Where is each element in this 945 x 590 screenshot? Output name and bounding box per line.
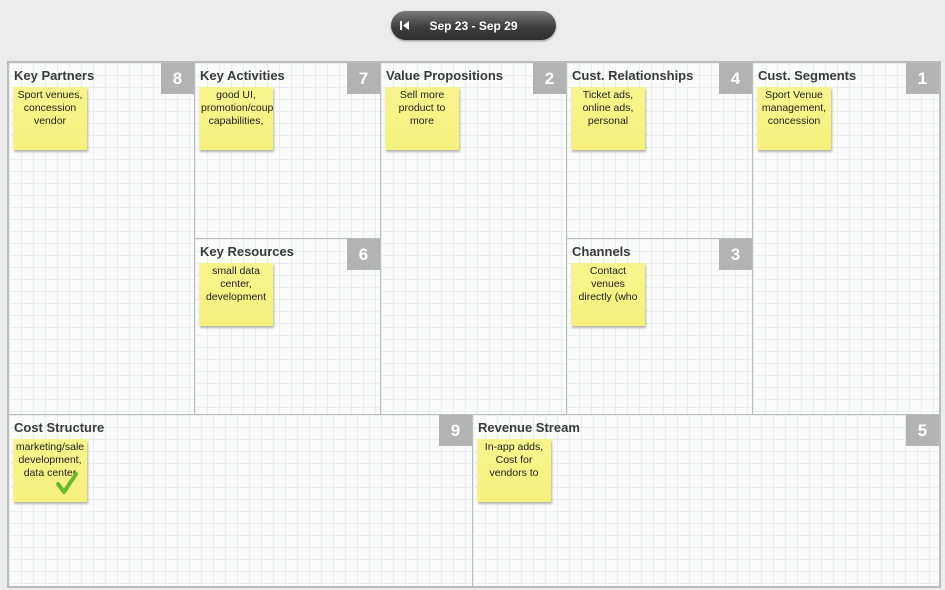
block-revenue-stream[interactable]: Revenue Stream 5 In-app adds, Cost for v… [472, 414, 940, 587]
block-title: Channels [572, 244, 631, 259]
block-title: Cust. Relationships [572, 68, 694, 83]
block-number-badge: 5 [906, 415, 939, 446]
block-number-badge: 3 [719, 239, 752, 270]
block-number-badge: 2 [533, 63, 566, 94]
sticky-note[interactable]: In-app adds, Cost for vendors to [477, 439, 551, 502]
block-number-badge: 9 [439, 415, 472, 446]
block-key-partners[interactable]: Key Partners 8 Sport venues, concession … [8, 62, 195, 415]
checkmark-icon [56, 471, 78, 495]
block-cost-structure[interactable]: Cost Structure 9 marketing/sale developm… [8, 414, 473, 587]
block-number-badge: 1 [906, 63, 939, 94]
date-range-navigator: Sep 23 - Sep 29 [391, 11, 556, 40]
block-key-activities[interactable]: Key Activities 7 good UI, promotion/coup… [194, 62, 381, 239]
sticky-note[interactable]: Contact venues directly (who [571, 263, 645, 326]
sticky-note[interactable]: small data center, development [199, 263, 273, 326]
sticky-note[interactable]: marketing/sale development, data center [13, 439, 87, 502]
block-number-badge: 7 [347, 63, 380, 94]
block-title: Value Propositions [386, 68, 504, 83]
block-number-badge: 4 [719, 63, 752, 94]
block-title: Revenue Stream [478, 420, 580, 435]
sticky-note[interactable]: Sport Venue management, concession [757, 87, 831, 150]
business-model-canvas: Key Partners 8 Sport venues, concession … [7, 61, 941, 588]
block-title: Cust. Segments [758, 68, 857, 83]
skip-back-icon[interactable] [396, 18, 412, 33]
sticky-note-text: marketing/sale development, data center [15, 441, 85, 479]
sticky-note[interactable]: Sport venues, concession vendor [13, 87, 87, 150]
block-number-badge: 8 [161, 63, 194, 94]
block-title: Key Activities [200, 68, 285, 83]
block-title: Key Resources [200, 244, 294, 259]
block-customer-segments[interactable]: Cust. Segments 1 Sport Venue management,… [752, 62, 940, 415]
block-channels[interactable]: Channels 3 Contact venues directly (who [566, 238, 753, 415]
sticky-note[interactable]: good UI, promotion/coupon capabilities, [199, 87, 273, 150]
sticky-note[interactable]: Ticket ads, online ads, personal [571, 87, 645, 150]
sticky-note[interactable]: Sell more product to more [385, 87, 459, 150]
block-number-badge: 6 [347, 239, 380, 270]
block-value-propositions[interactable]: Value Propositions 2 Sell more product t… [380, 62, 567, 415]
block-customer-relationships[interactable]: Cust. Relationships 4 Ticket ads, online… [566, 62, 753, 239]
date-range-label[interactable]: Sep 23 - Sep 29 [429, 19, 518, 33]
block-title: Key Partners [14, 68, 95, 83]
block-title: Cost Structure [14, 420, 105, 435]
block-key-resources[interactable]: Key Resources 6 small data center, devel… [194, 238, 381, 415]
